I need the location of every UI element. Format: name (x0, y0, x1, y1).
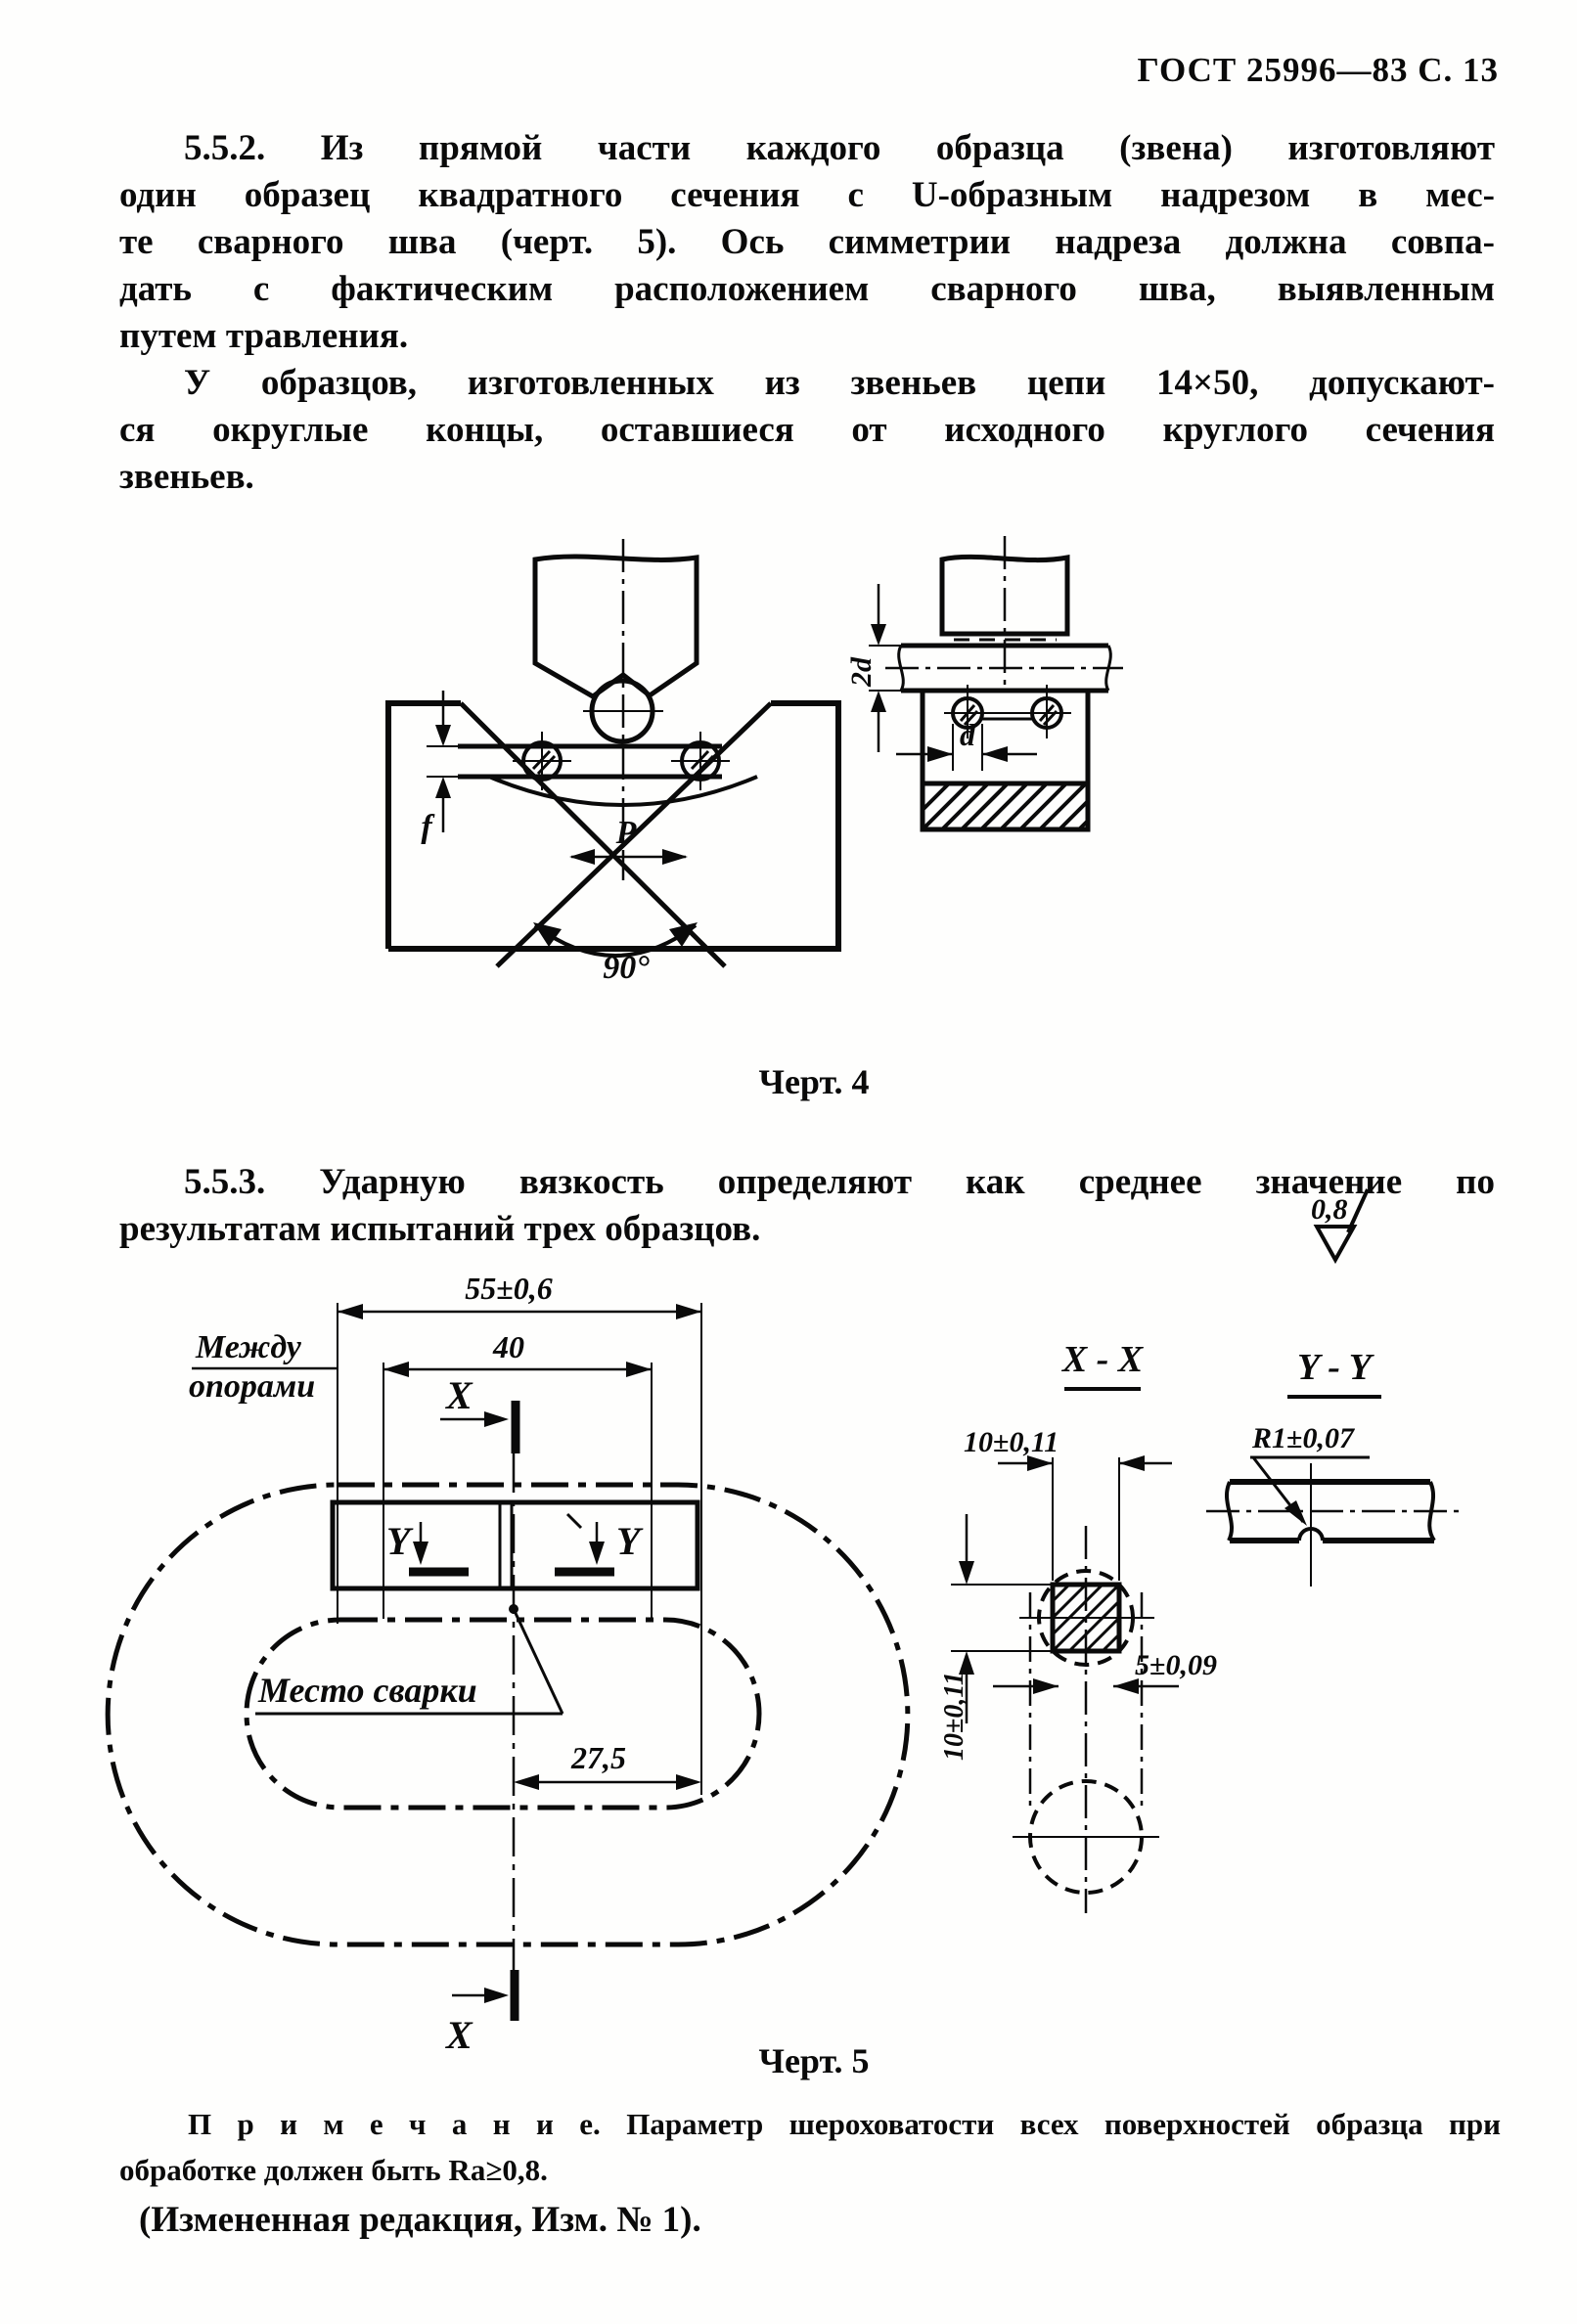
figure-5-caption: Черт. 5 (758, 2041, 870, 2080)
text-line: путем травления. (119, 316, 409, 356)
bent-bar-arc (488, 775, 758, 807)
section-view-yy: Y - Y R1±0,07 (1206, 1347, 1460, 1587)
yy-title: Y - Y (1297, 1347, 1375, 1388)
angle-90-label: 90° (603, 950, 650, 986)
paragraph-5-5-3: 5.5.3. Ударную вязкость определяют как с… (119, 1159, 1495, 1253)
text-line: 5.5.2. Из прямой части каждого образца (… (184, 128, 1495, 168)
text-line: звеньев. (119, 457, 254, 497)
paragraph-5-5-2b: У образцов, изготовленных из звеньев цеп… (119, 360, 1495, 501)
text-line: У образцов, изготовленных из звеньев цеп… (184, 363, 1495, 403)
dim-10v-label: 10±0,11 (939, 1672, 969, 1761)
amendment-line: (Измененная редакция, Изм. № 1). (139, 2200, 701, 2240)
text-line: один образец квадратного сечения с U-обр… (119, 175, 1495, 215)
roughness-icon (1313, 1225, 1358, 1265)
section-x-bottom: X (444, 1970, 519, 2057)
between-supports-line1: Между (195, 1329, 302, 1365)
section-y-left: Y (386, 1519, 469, 1577)
roughness-value: 0,8 (1311, 1193, 1348, 1226)
dim-40: 40 (383, 1329, 653, 1619)
specimen-outline (330, 1499, 700, 1591)
weld-location: Место сварки (255, 1604, 564, 1716)
text-line: те сварного шва (черт. 5). Ось симметрии… (119, 222, 1495, 262)
section-y-right: Y (555, 1512, 644, 1577)
weld-label: Место сварки (257, 1671, 477, 1710)
two-d-dim-label: 2d (845, 656, 878, 688)
punch-side (939, 554, 1070, 637)
dim-27-5: 27,5 (514, 1740, 701, 1790)
punch-outline (532, 554, 699, 699)
link-outer-outline (105, 1482, 911, 1947)
text-line: ся округлые концы, оставшиеся от исходно… (119, 410, 1495, 450)
square-hatching (1051, 1583, 1121, 1653)
between-supports-line2: опорами (189, 1368, 315, 1405)
text-line: дать с фактическим расположением сварног… (119, 269, 1495, 309)
text-line: 5.5.3. Ударную вязкость определяют как с… (184, 1162, 1495, 1202)
x-bottom-label: X (444, 2013, 473, 2057)
section-view-xx: X - X 10±0,11 10±0, (939, 1339, 1217, 1913)
dim-10h-label: 10±0,11 (964, 1426, 1059, 1458)
page-header: ГОСТ 25996—83 С. 13 (1137, 51, 1499, 89)
dim-27-5-label: 27,5 (570, 1740, 626, 1775)
dim-40-label: 40 (492, 1329, 524, 1364)
support-block (920, 688, 1091, 786)
fig4-right-view: 2d d (845, 536, 1123, 832)
xx-title: X - X (1061, 1339, 1145, 1380)
f-dim-label: f (421, 809, 435, 845)
p-dim-label: P (615, 815, 637, 851)
y-right-label: Y (616, 1519, 644, 1563)
d-dim-label: d (960, 717, 976, 752)
note-line: обработке должен быть Ra≥0,8. (119, 2153, 548, 2187)
text-line: результатам испытаний трех образцов. (119, 1209, 761, 1249)
note-line: П р и м е ч а н и е. Параметр шероховато… (188, 2107, 1501, 2141)
dim-r1-label: R1±0,07 (1251, 1422, 1355, 1454)
figure-5-drawing: 0,8 55±0,6 40 Между опорами (105, 1188, 1460, 2057)
paragraph-5-5-2: 5.5.2. Из прямой части каждого образца (… (119, 125, 1495, 360)
figure-4-caption: Черт. 4 (758, 1062, 870, 1101)
fig4-left-view: 90° f P (385, 539, 841, 986)
link-inner-outline (244, 1617, 762, 1810)
roughness-mark: 0,8 (1311, 1188, 1370, 1265)
base-hatching (921, 782, 1090, 831)
between-supports-label: Между опорами (189, 1329, 338, 1405)
y-left-label: Y (386, 1519, 414, 1563)
v-block (385, 700, 461, 949)
dim-55-label: 55±0,6 (465, 1271, 553, 1306)
section-x-top: X (440, 1373, 520, 1453)
figure-4-drawing: 90° f P (385, 536, 1123, 986)
dim-55: 55±0,6 (337, 1271, 702, 1795)
dim-5-label: 5±0,09 (1135, 1649, 1217, 1681)
x-top-label: X (444, 1373, 473, 1417)
note-block: П р и м е ч а н и е. Параметр шероховато… (119, 2101, 1501, 2193)
